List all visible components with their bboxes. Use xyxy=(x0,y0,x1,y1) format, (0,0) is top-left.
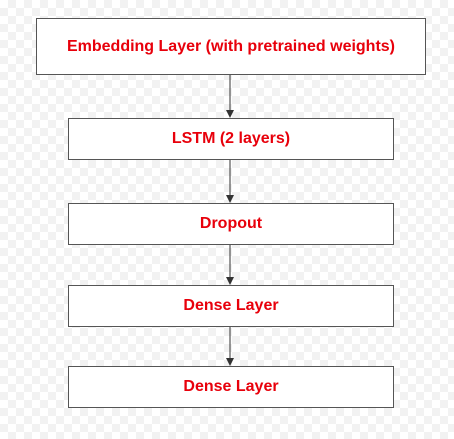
dense-layer-node-2: Dense Layer xyxy=(68,366,394,408)
embedding-layer-node: Embedding Layer (with pretrained weights… xyxy=(36,18,426,75)
node-label: Embedding Layer (with pretrained weights… xyxy=(66,37,396,55)
node-label: Dense Layer xyxy=(183,297,279,314)
dense-layer-node-1: Dense Layer xyxy=(68,285,394,327)
node-label: Dense Layer xyxy=(183,378,279,395)
node-label: LSTM (2 layers) xyxy=(171,130,291,147)
dropout-node: Dropout xyxy=(68,203,394,245)
lstm-node: LSTM (2 layers) xyxy=(68,118,394,160)
node-label: Dropout xyxy=(199,215,263,232)
